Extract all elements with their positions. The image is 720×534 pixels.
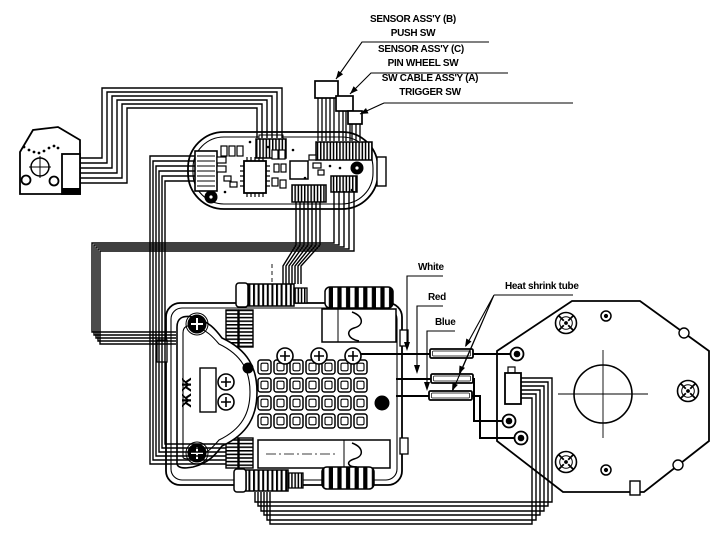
roller-capsule-bottom — [257, 439, 391, 469]
pcb-top-right-connector — [315, 141, 373, 161]
gear-housing: ЖЖ — [176, 315, 258, 469]
screw-terminal-1 — [276, 347, 294, 365]
leader-trigger-sw — [359, 102, 573, 115]
callout-sensor-assy-b: SENSOR ASS'Y (B) — [370, 13, 456, 25]
callout-heat-shrink-tube: Heat shrink tube — [505, 280, 579, 292]
plate-center-hole — [558, 350, 648, 438]
terminal-dot-left — [242, 362, 254, 374]
terminal-white — [509, 346, 525, 362]
connector-sw-cable-a — [347, 110, 363, 125]
plate-notch-bottom-right — [672, 459, 684, 471]
connector-sensor-c — [335, 95, 354, 112]
pcb-side-tab — [376, 156, 387, 187]
heat-shrink-tube-blue — [428, 390, 473, 401]
leader-red — [414, 305, 443, 374]
pcb-mount-hole-left — [204, 190, 218, 204]
plate-connector — [504, 366, 522, 405]
wire-boot-bottom — [225, 437, 254, 469]
leader-heat-shrink — [452, 294, 573, 391]
corrugated-tube-top — [235, 282, 308, 308]
leader-pin-wheel-sw — [349, 72, 508, 95]
pcb-test-points — [223, 140, 354, 194]
connector-pin-wires — [317, 98, 361, 141]
pcb-left-connector — [194, 150, 218, 192]
gear-screw-bottom — [217, 393, 235, 411]
wire-bundle-pcb-right — [91, 191, 355, 345]
gear-screw-top — [217, 373, 235, 391]
wire-bundle-sensor — [80, 87, 283, 184]
pcb-bottom-center-connector — [291, 184, 327, 203]
screw-terminal-3 — [344, 347, 362, 365]
leader-push-sw — [335, 41, 489, 80]
microcontroller-chip — [240, 157, 270, 197]
sensor-hole-left — [20, 174, 32, 186]
plate-screw-right — [676, 379, 700, 403]
callout-sensor-assy-c: SENSOR ASS'Y (C) — [378, 43, 464, 55]
callout-push-sw: PUSH SW — [390, 27, 436, 39]
switch-assembly: ЖЖ — [156, 264, 409, 493]
top-vent-block — [324, 286, 394, 309]
callout-wire-red: Red — [428, 291, 446, 303]
sensor-crosshair-hole — [29, 156, 51, 178]
plate-screw-bottom-left — [554, 450, 578, 474]
leader-white — [404, 275, 443, 351]
leader-blue — [424, 330, 455, 391]
small-ic-chip — [289, 160, 309, 180]
plate-hole-top — [600, 310, 612, 322]
plate-hole-bottom — [600, 464, 612, 476]
sensor-board — [19, 126, 81, 195]
terminal-red — [501, 413, 517, 429]
screw-terminal-2 — [310, 347, 328, 365]
terminal-dot-right — [374, 395, 390, 411]
pcb-passives — [216, 145, 325, 189]
housing-tab-right-bottom — [399, 437, 409, 455]
control-pcb — [187, 131, 387, 210]
callout-wire-blue: Blue — [435, 316, 456, 328]
heat-shrink-tube-red — [430, 373, 474, 384]
wire-bundle-pcb-left — [149, 155, 226, 465]
heat-shrink-tube-white — [429, 348, 474, 359]
connector-sensor-b — [314, 80, 339, 99]
wire-boot-top — [225, 309, 254, 348]
housing-screw-top-left — [185, 312, 209, 336]
callout-wire-white: White — [418, 261, 444, 273]
corrugated-tube-bottom — [233, 468, 304, 493]
sensor-hole-right — [48, 175, 60, 187]
plate-notch-bottom — [629, 480, 641, 496]
wire-bundle-plate — [254, 377, 553, 525]
roller-capsule-top — [321, 308, 397, 343]
plate-screw-top-left — [554, 311, 578, 335]
mounting-plate — [496, 300, 710, 496]
bottom-vent-block — [321, 466, 375, 490]
sensor-dots — [22, 144, 60, 155]
callout-sw-cable-assy-a: SW CABLE ASS'Y (A) — [381, 72, 479, 84]
pcb-mount-hole-right — [350, 161, 364, 175]
plate-notch-top-right — [678, 327, 690, 339]
callout-trigger-sw: TRIGGER SW — [399, 86, 461, 98]
terminal-blue — [513, 430, 529, 446]
wire-bundle-pcb-bottom — [282, 202, 321, 284]
housing-marking: ЖЖ — [180, 376, 194, 407]
callout-pin-wheel-sw: PIN WHEEL SW — [387, 57, 459, 69]
housing-tab-right-top — [399, 329, 409, 347]
